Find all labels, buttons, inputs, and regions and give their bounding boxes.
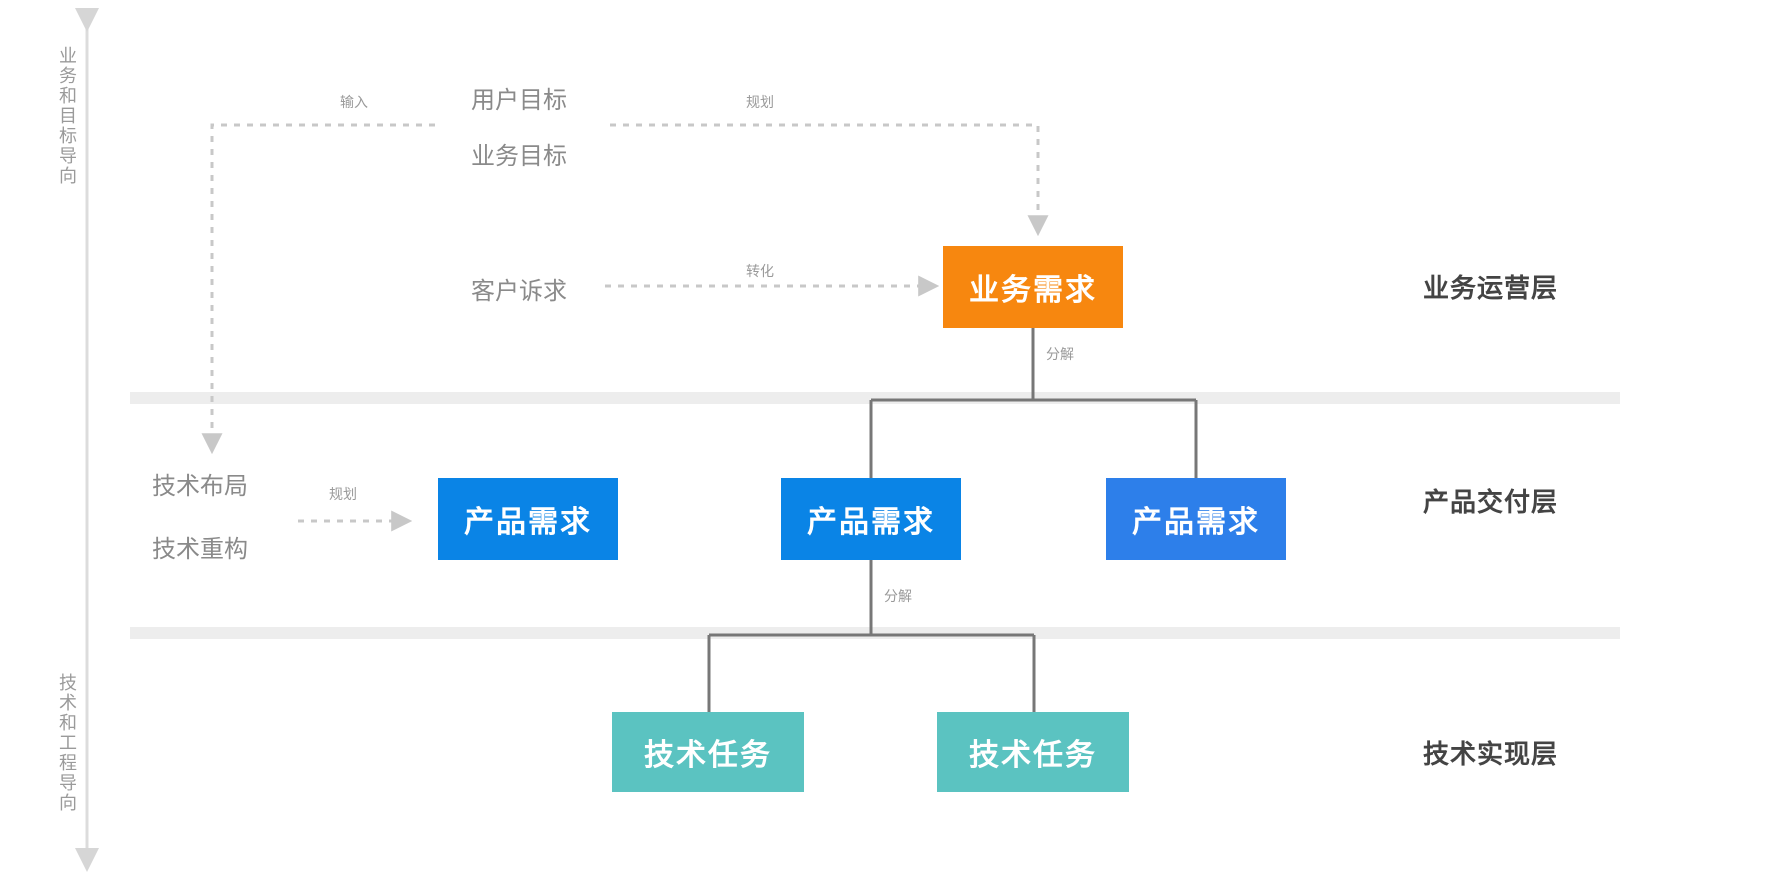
customer-demand-label: 客户诉求	[471, 277, 567, 305]
layer-label-product: 产品交付层	[1423, 488, 1559, 518]
business-requirement-box: 业务需求	[943, 246, 1123, 328]
axis-bottom-label: 技术和工程导向	[59, 673, 77, 814]
edge-label-transform: 转化	[746, 264, 774, 280]
tech-task-box-2: 技术任务	[937, 712, 1129, 792]
dashed-plan-path	[610, 123, 1049, 237]
edge-label-plan-top: 规划	[746, 95, 774, 111]
tree-product-to-tech	[707, 560, 1036, 712]
edge-label-decompose-mid: 分解	[884, 589, 912, 605]
layer-band-top	[130, 392, 1620, 404]
business-goal-label: 业务目标	[471, 142, 567, 170]
product-requirement-box-1: 产品需求	[438, 478, 618, 560]
tech-task-box-1: 技术任务	[612, 712, 804, 792]
edge-label-decompose-top: 分解	[1046, 347, 1074, 363]
tech-layout-label: 技术布局	[152, 472, 248, 500]
tech-refactor-label: 技术重构	[152, 535, 248, 563]
edge-label-plan-left: 规划	[329, 487, 357, 503]
edge-label-input: 输入	[340, 95, 368, 111]
user-goal-label: 用户目标	[471, 86, 567, 114]
layer-label-business: 业务运营层	[1423, 274, 1559, 304]
tree-business-to-product	[869, 328, 1198, 478]
dashed-input-path	[201, 123, 435, 455]
layer-label-tech: 技术实现层	[1423, 740, 1559, 770]
axis-top-label: 业务和目标导向	[59, 46, 77, 187]
product-requirement-box-3: 产品需求	[1106, 478, 1286, 560]
product-requirement-box-2: 产品需求	[781, 478, 961, 560]
layer-band-bottom	[130, 627, 1620, 639]
